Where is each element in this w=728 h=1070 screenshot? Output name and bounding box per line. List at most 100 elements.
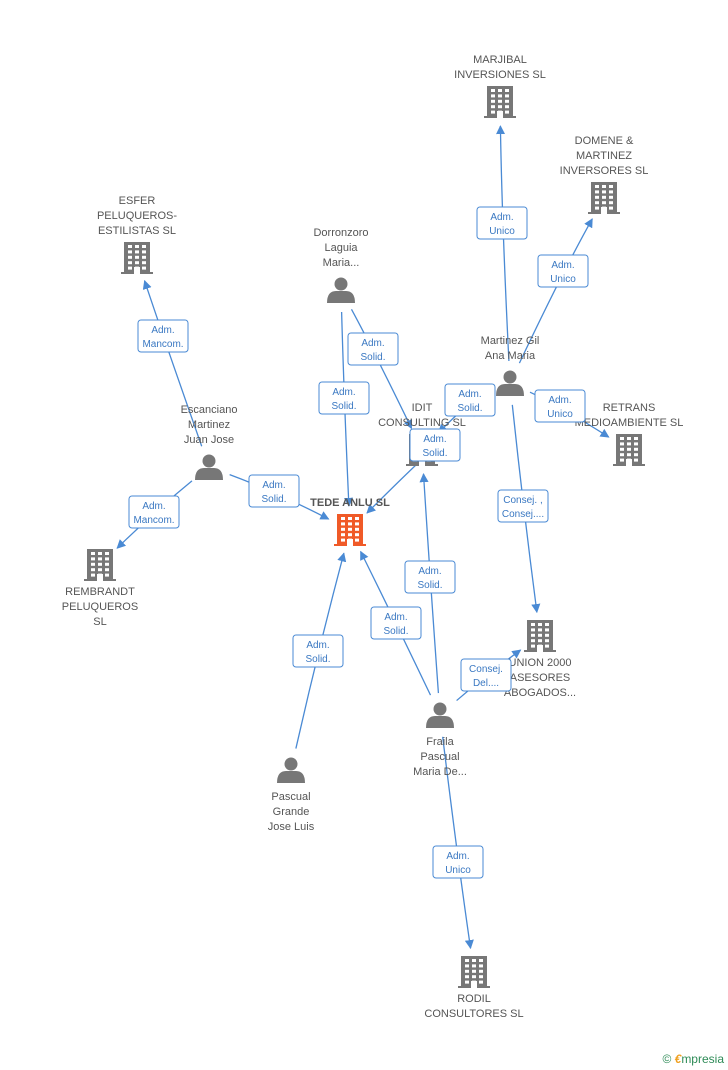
edge-label-box xyxy=(460,658,512,692)
node-label-line: UNION 2000 xyxy=(509,657,572,669)
edge-label-box xyxy=(128,495,180,529)
edge-label-box xyxy=(444,383,496,417)
node-label-line: REMBRANDT xyxy=(65,586,135,598)
node-label-line: CONSULTORES SL xyxy=(424,1008,523,1020)
edge-label-box xyxy=(370,606,422,640)
node-label-line: CONSULTING SL xyxy=(378,417,466,429)
edge-label[interactable]: Adm.Solid. xyxy=(292,634,344,668)
edge-label-box xyxy=(137,319,189,353)
edge-label-line: Solid. xyxy=(417,580,442,591)
edge-label-line: Adm. xyxy=(548,395,571,406)
edge-labels-layer: Adm.UnicoAdm.UnicoAdm.Mancom.Adm.Solid.A… xyxy=(128,206,589,879)
building-icon xyxy=(458,956,490,988)
edge-label[interactable]: Adm. Solid. xyxy=(318,381,370,415)
edge-label-line: Solid. xyxy=(360,352,385,363)
edge-label-box xyxy=(248,474,300,508)
edge-label-line: Unico xyxy=(550,274,576,285)
node-label-line: INVERSORES SL xyxy=(560,165,649,177)
edge-label-line: Solid. xyxy=(457,403,482,414)
node-label-line: IDIT xyxy=(412,402,433,414)
edge-label-line: Adm. xyxy=(446,851,469,862)
edge-label-line: Adm. xyxy=(306,640,329,651)
node-label-line: RODIL xyxy=(457,993,491,1005)
edge-label-box xyxy=(497,489,549,523)
building-icon xyxy=(524,620,556,652)
edge-label-line: Consej. xyxy=(469,664,503,675)
edge-label[interactable]: Adm. Solid. xyxy=(444,383,496,417)
node-label-line: Fraila xyxy=(426,736,454,748)
edge-label-line: Solid. xyxy=(331,401,356,412)
edge-label[interactable]: Adm. Mancom. xyxy=(128,495,180,529)
node-dorronzoro[interactable]: DorronzoroLaguiaMaria... xyxy=(313,227,369,303)
node-label-line: Ana Maria xyxy=(485,350,536,362)
person-icon xyxy=(195,454,223,480)
edge-label-box xyxy=(292,634,344,668)
node-label-line: Martinez Gil xyxy=(481,335,540,347)
person-icon xyxy=(277,757,305,783)
edge-label[interactable]: Adm. Solid. xyxy=(404,560,456,594)
building-icon xyxy=(121,242,153,274)
edge-label-line: Adm. xyxy=(418,566,441,577)
node-label-line: Laguia xyxy=(324,242,358,254)
node-rodil[interactable]: RODIL CONSULTORES SL xyxy=(424,956,524,1020)
node-union[interactable]: UNION 2000ASESORESABOGADOS... xyxy=(504,620,576,699)
edge-label[interactable]: Consej.Del.... xyxy=(460,658,512,692)
node-tede[interactable]: TEDE ANLU SL xyxy=(310,497,390,546)
edge-martinez-to-marjibal xyxy=(495,125,510,362)
node-label-line: Grande xyxy=(273,806,310,818)
person-icon xyxy=(496,370,524,396)
edge-label[interactable]: Adm.Solid. xyxy=(409,428,461,462)
edge-label-line: Consej.... xyxy=(502,509,544,520)
node-label-line: MARJIBAL xyxy=(473,54,527,66)
edge-label-line: Unico xyxy=(489,226,515,237)
edge-label-line: Unico xyxy=(547,409,573,420)
edge-label-line: Adm. xyxy=(551,260,574,271)
node-label-line: Pascual xyxy=(420,751,459,763)
brand-name: mpresia xyxy=(681,1052,724,1066)
edge-label-line: Solid. xyxy=(383,626,408,637)
edge-label-box xyxy=(476,206,528,240)
edge-label-box xyxy=(537,254,589,288)
person-icon xyxy=(327,277,355,303)
edge-label[interactable]: Adm.Solid. xyxy=(370,606,422,640)
edge-label-line: Unico xyxy=(445,865,471,876)
edge-label[interactable]: Adm. Unico xyxy=(476,206,528,240)
copyright-icon: © xyxy=(662,1052,672,1066)
edge-label[interactable]: Adm. Unico xyxy=(537,254,589,288)
edge-label-box xyxy=(404,560,456,594)
edge-label[interactable]: Adm.Mancom. xyxy=(137,319,189,353)
building-icon xyxy=(613,434,645,466)
building-icon xyxy=(484,86,516,118)
edge-label[interactable]: Adm. Unico xyxy=(432,845,484,879)
edge-label-line: Mancom. xyxy=(133,515,174,526)
edge-label[interactable]: Adm.Solid. xyxy=(248,474,300,508)
node-label-line: PELUQUEROS xyxy=(62,601,138,613)
edge-label-line: Adm. xyxy=(142,501,165,512)
person-icon xyxy=(426,702,454,728)
edge-label[interactable]: Adm. Unico xyxy=(534,389,586,423)
edge-label[interactable]: Adm.Solid. xyxy=(347,332,399,366)
edge-label-line: Solid. xyxy=(422,448,447,459)
brand-watermark[interactable]: © €mpresia xyxy=(662,1052,724,1066)
node-label-line: Escanciano xyxy=(181,404,238,416)
node-label-line: RETRANS xyxy=(603,402,656,414)
brand-initial: € xyxy=(674,1052,682,1066)
edge-label-line: Adm. xyxy=(332,387,355,398)
edge-label-line: Adm. xyxy=(458,389,481,400)
node-label-line: DOMENE & xyxy=(575,135,634,147)
edge-label-line: Adm. xyxy=(490,212,513,223)
edge-label-box xyxy=(432,845,484,879)
edge-label-box xyxy=(318,381,370,415)
edge-label[interactable]: Consej. ,Consej.... xyxy=(497,489,549,523)
